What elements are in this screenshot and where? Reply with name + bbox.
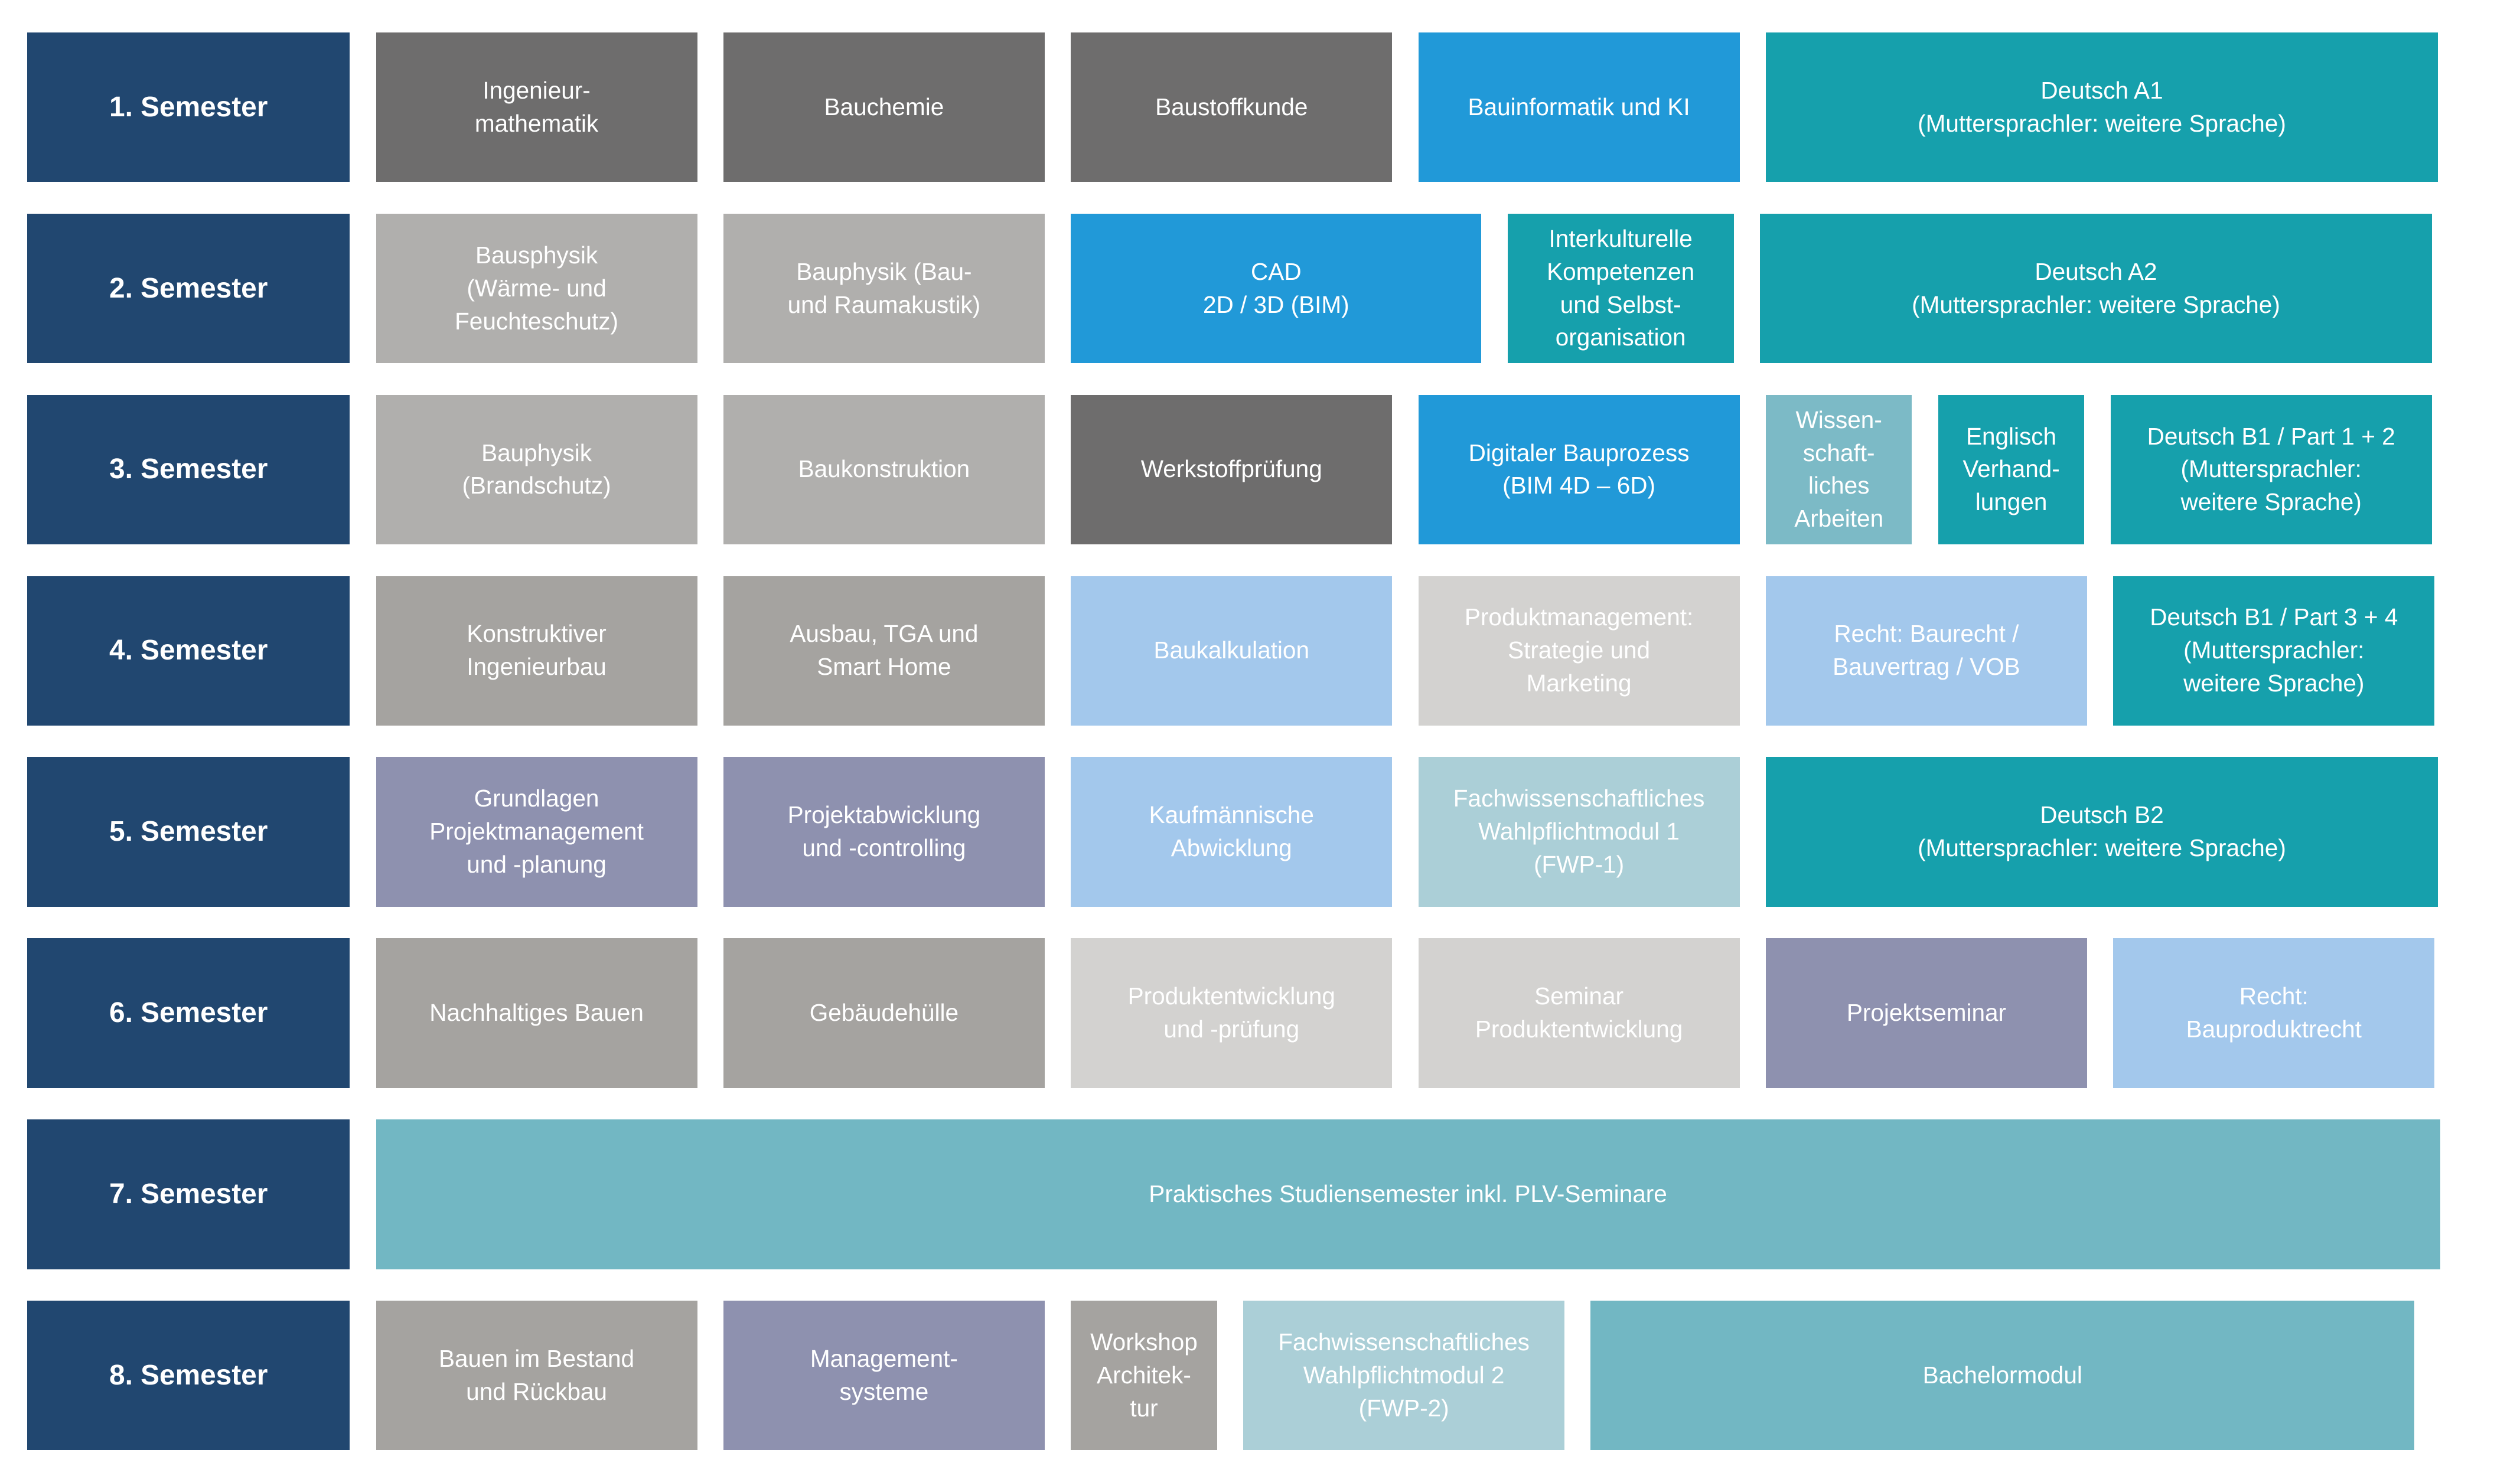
semester-label: 8. Semester bbox=[27, 1301, 350, 1451]
semester-row-1: 1. Semester Ingenieur- mathematik Bauche… bbox=[27, 32, 2493, 182]
module-box: Deutsch B2 (Muttersprachler: weitere Spr… bbox=[1765, 757, 2439, 907]
module-box: Gebäudehülle bbox=[723, 938, 1045, 1088]
module-box: Workshop Architek- tur bbox=[1071, 1301, 1217, 1451]
semester-row-5: 5. Semester Grundlagen Projektmanagement… bbox=[27, 757, 2493, 907]
module-box: Recht: Baurecht / Bauvertrag / VOB bbox=[1765, 576, 2087, 726]
module-box: Bauinformatik und KI bbox=[1418, 32, 1740, 182]
module-box: Praktisches Studiensemester inkl. PLV-Se… bbox=[376, 1119, 2440, 1269]
module-box: Bauphysik (Brandschutz) bbox=[376, 394, 697, 545]
module-box: Bachelormodul bbox=[1590, 1301, 2415, 1451]
module-box: CAD 2D / 3D (BIM) bbox=[1071, 213, 1482, 364]
module-box: Bauen im Bestand und Rückbau bbox=[376, 1301, 697, 1451]
module-box: Interkulturelle Kompetenzen und Selbst- … bbox=[1507, 213, 1734, 364]
semester-row-3: 3. Semester Bauphysik (Brandschutz) Bauk… bbox=[27, 394, 2493, 545]
semester-label: 2. Semester bbox=[27, 213, 350, 364]
module-box: Nachhaltiges Bauen bbox=[376, 938, 697, 1088]
module-box: Deutsch A2 (Muttersprachler: weitere Spr… bbox=[1759, 213, 2433, 364]
module-box: Produktmanagement: Strategie und Marketi… bbox=[1418, 576, 1740, 726]
semester-label: 7. Semester bbox=[27, 1119, 350, 1269]
module-box: Kaufmännische Abwicklung bbox=[1071, 757, 1393, 907]
module-box: Deutsch B1 / Part 1 + 2 (Muttersprachler… bbox=[2110, 394, 2432, 545]
module-box: Fachwissenschaftliches Wahlpflichtmodul … bbox=[1243, 1301, 1565, 1451]
semester-row-8: 8. Semester Bauen im Bestand und Rückbau… bbox=[27, 1301, 2493, 1451]
module-box: Baukalkulation bbox=[1071, 576, 1393, 726]
module-box: Produktentwicklung und -prüfung bbox=[1071, 938, 1393, 1088]
module-box: Englisch Verhand- lungen bbox=[1938, 394, 2085, 545]
module-box: Seminar Produktentwicklung bbox=[1418, 938, 1740, 1088]
module-box: Projektabwicklung und -controlling bbox=[723, 757, 1045, 907]
module-box: Konstruktiver Ingenieurbau bbox=[376, 576, 697, 726]
module-box: Baukonstruktion bbox=[723, 394, 1045, 545]
module-box: Bauphysik (Bau- und Raumakustik) bbox=[723, 213, 1045, 364]
module-box: Werkstoffprüfung bbox=[1071, 394, 1393, 545]
module-box: Ausbau, TGA und Smart Home bbox=[723, 576, 1045, 726]
semester-label: 5. Semester bbox=[27, 757, 350, 907]
semester-row-4: 4. Semester Konstruktiver Ingenieurbau A… bbox=[27, 576, 2493, 726]
module-box: Grundlagen Projektmanagement und -planun… bbox=[376, 757, 697, 907]
semester-row-2: 2. Semester Bausphysik (Wärme- und Feuch… bbox=[27, 213, 2493, 364]
semester-row-6: 6. Semester Nachhaltiges Bauen Gebäudehü… bbox=[27, 938, 2493, 1088]
module-box: Bauchemie bbox=[723, 32, 1045, 182]
module-box: Wissen- schaft- liches Arbeiten bbox=[1765, 394, 1912, 545]
module-box: Deutsch A1 (Muttersprachler: weitere Spr… bbox=[1765, 32, 2439, 182]
module-box: Fachwissenschaftliches Wahlpflichtmodul … bbox=[1418, 757, 1740, 907]
module-box: Projektseminar bbox=[1765, 938, 2087, 1088]
semester-label: 3. Semester bbox=[27, 394, 350, 545]
module-box: Ingenieur- mathematik bbox=[376, 32, 697, 182]
module-box: Baustoffkunde bbox=[1071, 32, 1393, 182]
module-box: Digitaler Bauprozess (BIM 4D – 6D) bbox=[1418, 394, 1740, 545]
module-box: Bausphysik (Wärme- und Feuchteschutz) bbox=[376, 213, 697, 364]
semester-row-7: 7. Semester Praktisches Studiensemester … bbox=[27, 1119, 2493, 1269]
semester-label: 4. Semester bbox=[27, 576, 350, 726]
module-box: Recht: Bauproduktrecht bbox=[2113, 938, 2435, 1088]
module-box: Management- systeme bbox=[723, 1301, 1045, 1451]
semester-label: 6. Semester bbox=[27, 938, 350, 1088]
module-box: Deutsch B1 / Part 3 + 4 (Muttersprachler… bbox=[2113, 576, 2435, 726]
semester-label: 1. Semester bbox=[27, 32, 350, 182]
